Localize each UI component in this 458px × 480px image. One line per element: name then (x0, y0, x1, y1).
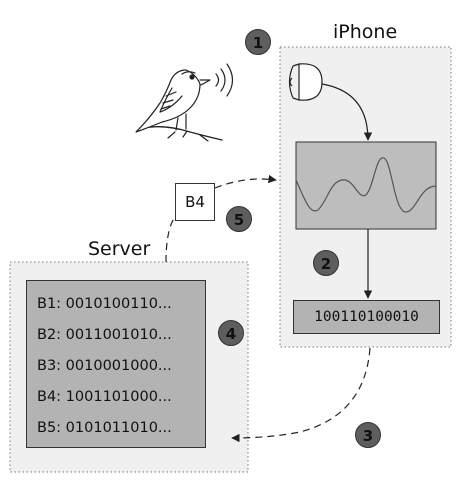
server-entry-b4: B4: 1001101000... (37, 389, 172, 405)
step-4-badge: 4 (218, 320, 244, 346)
server-title: Server (88, 238, 151, 260)
waveform-icon (295, 141, 437, 230)
transmitted-block-tag: B4 (175, 183, 215, 221)
step-2-badge: 2 (313, 250, 339, 276)
step-3-badge: 3 (355, 422, 381, 448)
microphone-icon (288, 63, 323, 101)
bit-string-box: 100110100010 (293, 300, 440, 334)
iphone-title: iPhone (333, 21, 398, 43)
server-entry-b2: B2: 0011001010... (37, 327, 172, 343)
server-entry-b1: B1: 0010100110... (37, 296, 172, 312)
step-1-badge: 1 (245, 29, 271, 55)
server-block-list: B1: 0010100110... B2: 0011001010... B3: … (26, 280, 206, 448)
step-5-badge: 5 (226, 206, 252, 232)
b4-to-iphone-arrow (214, 174, 277, 189)
mic-to-waveform-arrow (321, 83, 373, 141)
bits-to-server-arrow (231, 347, 371, 443)
bird-icon (135, 63, 234, 142)
server-entry-b3: B3: 0010001000... (37, 358, 172, 374)
server-entry-b5: B5: 0101011010... (37, 420, 172, 436)
